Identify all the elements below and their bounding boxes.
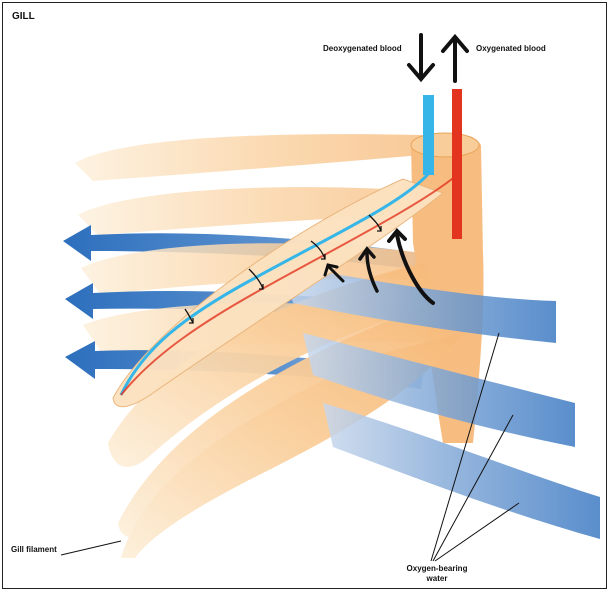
gill-arch: [411, 135, 484, 443]
deoxygenated-vessel: [119, 95, 431, 396]
oxygen-bearing-water-label: Oxygen-bearing water: [406, 564, 468, 583]
gill-arch-top: [410, 132, 480, 158]
water-flow-in-middle: [303, 333, 575, 447]
gill-filament-back-2: [78, 187, 433, 235]
diffusion-arrows-small: [184, 214, 382, 324]
gill-diagram: [60, 33, 600, 562]
up-arrow-icon: [441, 33, 469, 83]
oxygenated-vessel-top: [452, 89, 462, 239]
deoxygenated-blood-label: Deoxygenated blood: [323, 44, 402, 53]
water-flow-in-upper: [283, 265, 556, 343]
page-title: GILL: [12, 11, 35, 22]
water-flow-arrows-large: [323, 228, 435, 305]
deoxygenated-vessel-top: [423, 95, 434, 175]
water-flow-in-lower: [323, 403, 600, 539]
oxygenated-blood-label: Oxygenated blood: [476, 44, 546, 53]
gill-filament-label: Gill filament: [11, 545, 57, 554]
gill-filament-back-1: [75, 134, 443, 181]
oxygenated-vessel: [120, 95, 458, 396]
down-arrow-icon: [407, 33, 435, 83]
leader-lines: [60, 332, 520, 562]
